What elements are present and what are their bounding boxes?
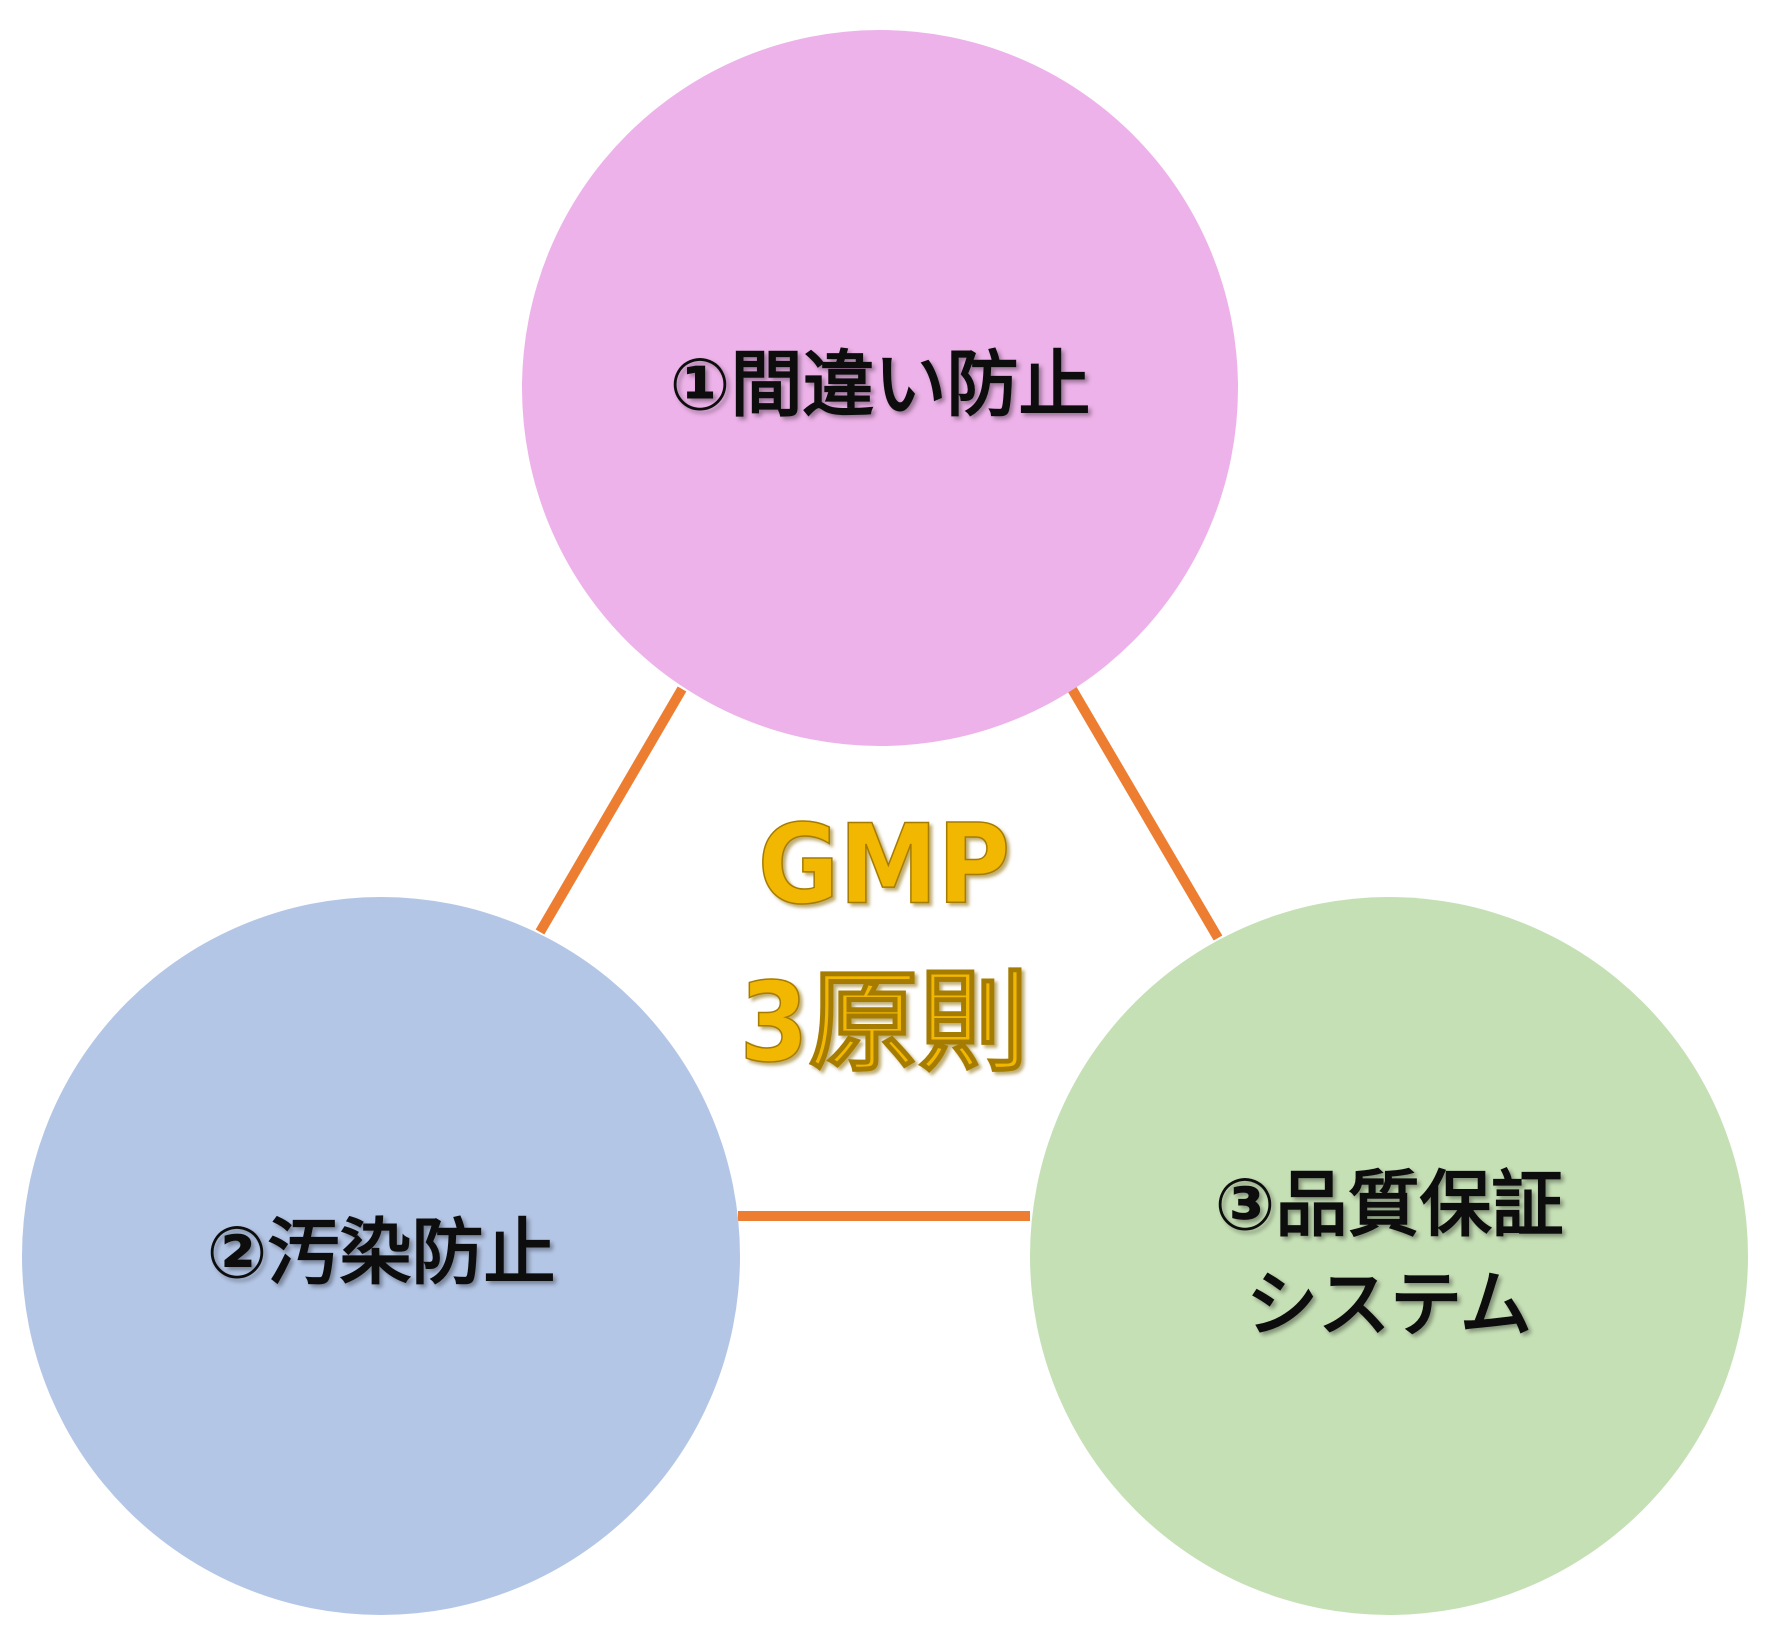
node-label-quality-assurance-line2: システム [1246, 1263, 1532, 1347]
node-circle-error-prevention [522, 30, 1238, 746]
center-title-gmp: GMP [758, 800, 1010, 928]
connector-top-left [535, 686, 687, 935]
node-label-error-prevention: ①間違い防止 [670, 343, 1091, 427]
node-label-quality-assurance-line1: ③品質保証 [1215, 1163, 1564, 1247]
node-circle-quality-assurance [1030, 897, 1748, 1615]
node-label-contamination-prevention: ②汚染防止 [207, 1211, 556, 1295]
connector-top-right [1067, 686, 1223, 941]
center-title-three-principles: 3原則 [740, 958, 1029, 1086]
node-circle-contamination-prevention [22, 897, 740, 1615]
